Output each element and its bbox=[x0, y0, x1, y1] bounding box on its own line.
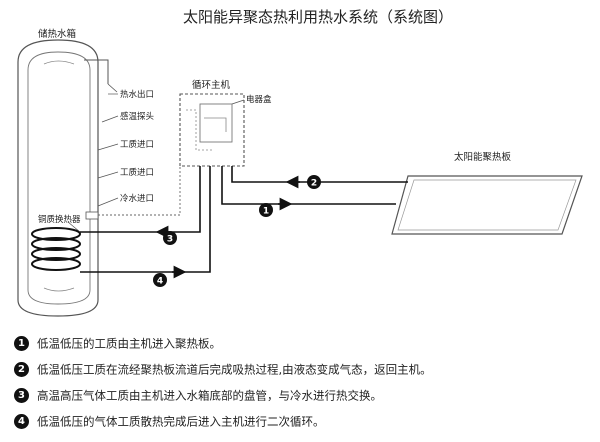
coil-label: 铜质换热器 bbox=[38, 214, 81, 225]
legend-number-3: 3 bbox=[14, 388, 29, 403]
host-label: 循环主机 bbox=[192, 79, 231, 91]
hot-water-outlet-label: 热水出口 bbox=[120, 89, 154, 100]
electrical-box bbox=[199, 103, 233, 143]
panel-label: 太阳能聚热板 bbox=[454, 151, 512, 163]
temp-probe-wire bbox=[98, 165, 181, 216]
flow-marker-2: 2 bbox=[307, 175, 321, 189]
legend-text-2: 低温低压工质在流经聚热板流道后完成吸热过程,由液态变成气态，返回主机。 bbox=[37, 362, 432, 377]
leader-coil bbox=[67, 221, 81, 233]
legend-item-3: 3 高温高压气体工质由主机进入水箱底部的盘管，与冷水进行热交换。 bbox=[14, 387, 382, 404]
solar-panel bbox=[391, 175, 583, 235]
legend-number-4: 4 bbox=[14, 414, 29, 429]
temp-probe bbox=[85, 211, 99, 220]
temp-probe-label: 感温探头 bbox=[120, 111, 155, 122]
circulation-host bbox=[179, 93, 245, 167]
legend-text-1: 低温低压的工质由主机进入聚热板。 bbox=[37, 336, 221, 351]
leader-medium-upper bbox=[97, 143, 119, 151]
medium-inlet-upper-label: 工质进口 bbox=[120, 139, 154, 150]
pipe-1 bbox=[221, 166, 396, 205]
leader-temp-probe bbox=[101, 115, 119, 123]
leader-medium-lower bbox=[97, 171, 119, 179]
pipe-3 bbox=[80, 166, 201, 233]
flow-marker-3: 3 bbox=[163, 231, 177, 245]
cold-water-inlet-label: 冷水进口 bbox=[120, 193, 154, 204]
flow-marker-4: 4 bbox=[153, 273, 167, 287]
legend-text-4: 低温低压的气体工质散热完成后进入主机进行二次循环。 bbox=[37, 414, 325, 429]
svg-text:3: 3 bbox=[167, 235, 173, 245]
leader-cold-water bbox=[97, 197, 119, 207]
flow-marker-1: 1 bbox=[259, 203, 273, 217]
legend-number-2: 2 bbox=[14, 362, 29, 377]
legend-item-1: 1 低温低压的工质由主机进入聚热板。 bbox=[14, 335, 221, 352]
tank-label: 储热水箱 bbox=[38, 28, 76, 40]
pipe-2 bbox=[231, 166, 408, 183]
electrical-box-label: 电器盒 bbox=[246, 94, 272, 105]
copper-coil bbox=[31, 227, 81, 271]
medium-inlet-lower-label: 工质进口 bbox=[120, 167, 154, 178]
legend-item-2: 2 低温低压工质在流经聚热板流道后完成吸热过程,由液态变成气态，返回主机。 bbox=[14, 361, 432, 378]
svg-text:2: 2 bbox=[311, 179, 317, 189]
hot-water-outlet-pipe bbox=[84, 59, 109, 84]
legend-number-1: 1 bbox=[14, 336, 29, 351]
svg-text:4: 4 bbox=[157, 277, 163, 287]
diagram-title: 太阳能异聚态热利用热水系统（系统图） bbox=[183, 8, 453, 26]
pipe-4 bbox=[80, 166, 211, 273]
svg-text:1: 1 bbox=[263, 207, 269, 217]
storage-tank bbox=[17, 39, 99, 317]
legend-item-4: 4 低温低压的气体工质散热完成后进入主机进行二次循环。 bbox=[14, 413, 325, 430]
legend-text-3: 高温高压气体工质由主机进入水箱底部的盘管，与冷水进行热交换。 bbox=[37, 388, 382, 403]
